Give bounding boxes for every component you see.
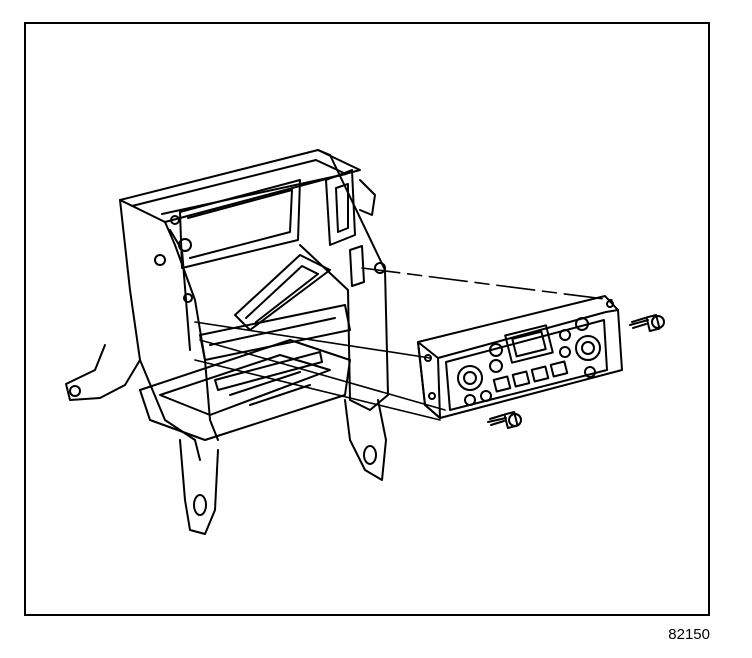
- button: [530, 365, 550, 383]
- alignment-lines: [194, 267, 613, 421]
- button: [492, 375, 512, 393]
- control-head: [417, 295, 623, 419]
- bracket-right-panel: [299, 149, 389, 411]
- figure-number: 82150: [668, 626, 710, 643]
- bracket-lower-tray: [139, 339, 351, 441]
- control-knob-left: [457, 365, 483, 391]
- mounting-bracket: [65, 149, 389, 535]
- button: [549, 360, 569, 378]
- bracket-left-upright: [119, 199, 201, 461]
- screw-lower: [487, 410, 522, 430]
- bracket-left-leg: [179, 439, 219, 535]
- bracket-right-leg: [344, 399, 387, 481]
- illustration-frame: [24, 22, 710, 616]
- button: [511, 370, 531, 388]
- screw-upper: [629, 313, 665, 333]
- display-window: [504, 324, 554, 364]
- bracket-left-tab: [65, 344, 141, 401]
- control-knob-right: [575, 335, 601, 361]
- bracket-top-rail: [119, 149, 361, 223]
